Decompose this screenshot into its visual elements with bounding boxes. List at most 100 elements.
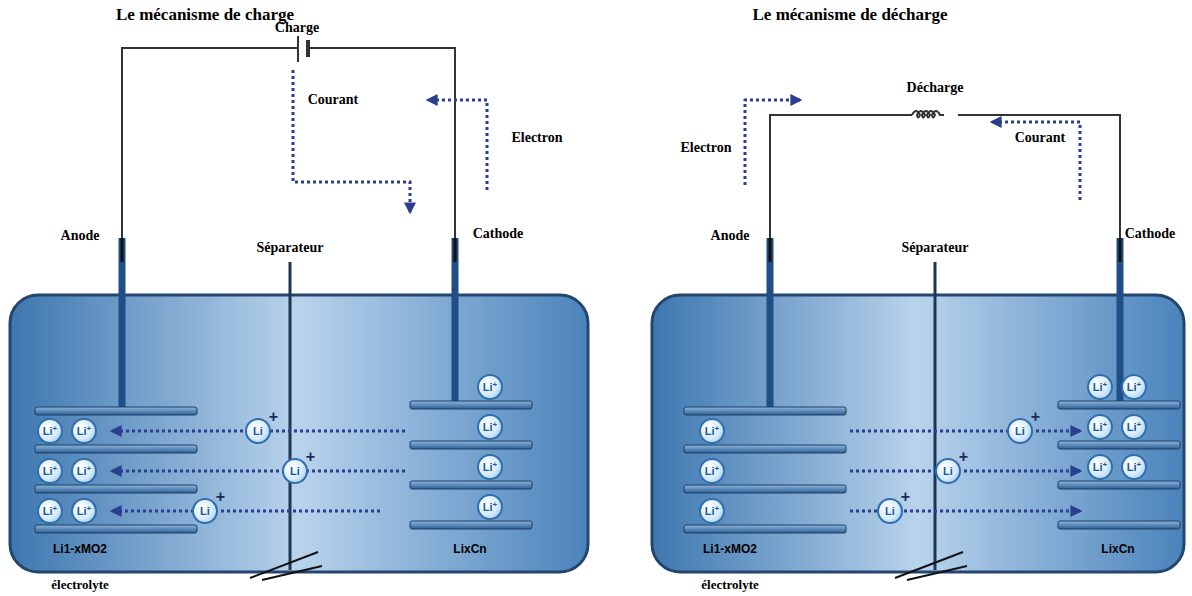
lithium-ion: Li+	[1087, 374, 1113, 400]
ion-symbol: Li	[43, 506, 53, 517]
part-label: Li1-xMO2	[703, 543, 757, 556]
lithium-ion: Li+	[37, 418, 63, 444]
lithium-ion: Li+	[37, 458, 63, 484]
part-label: Anode	[711, 228, 750, 243]
part-label: Charge	[275, 20, 319, 35]
lithium-ion: Li+	[477, 414, 503, 440]
ion-symbol: Li	[483, 502, 493, 513]
ion-charge: +	[493, 501, 498, 509]
ion-symbol: Li	[200, 506, 210, 517]
ion-symbol: Li	[1015, 426, 1025, 437]
part-label: LixCn	[453, 543, 486, 556]
lithium-ion: Li+	[477, 494, 503, 520]
resistor-symbol	[912, 111, 944, 118]
cell-housing	[652, 295, 1184, 572]
part-label: Electron	[511, 130, 562, 145]
lithium-ion: Li+	[71, 498, 97, 524]
ion-symbol: Li	[1093, 462, 1103, 473]
lithium-ion: Li+	[1121, 414, 1147, 440]
ion-charge: +	[269, 409, 278, 425]
ion-charge: +	[1103, 381, 1108, 389]
part-label: Cathode	[1125, 226, 1176, 241]
ion-symbol: Li	[43, 466, 53, 477]
wire	[122, 48, 455, 240]
panel-title: Le mécanisme de charge	[116, 6, 294, 25]
separator	[289, 262, 292, 570]
lithium-ion: Li+	[1087, 454, 1113, 480]
flow-arrow	[293, 70, 1080, 212]
ion-charge: +	[53, 465, 58, 473]
ion-charge: +	[87, 505, 92, 513]
part-label: Séparateur	[902, 240, 969, 255]
ion-charge: +	[306, 449, 315, 465]
lithium-ion: Li+	[1007, 418, 1033, 444]
part-label: Cathode	[473, 226, 524, 241]
ion-symbol: Li	[483, 462, 493, 473]
part-label: Courant	[308, 92, 359, 107]
ion-symbol: Li	[77, 426, 87, 437]
battery-symbol	[297, 36, 299, 62]
cell-housing	[10, 295, 588, 572]
ion-symbol: Li	[705, 426, 715, 437]
ion-charge: +	[1103, 461, 1108, 469]
ion-symbol: Li	[483, 382, 493, 393]
electrode-rod	[122, 238, 1120, 410]
part-label: électrolyte	[701, 578, 759, 592]
ion-symbol: Li	[290, 466, 300, 477]
leader-line	[250, 552, 967, 580]
ion-symbol: Li	[705, 466, 715, 477]
ion-charge: +	[959, 449, 968, 465]
part-label: Courant	[1015, 130, 1066, 145]
ion-symbol: Li	[705, 506, 715, 517]
part-label: Anode	[61, 228, 100, 243]
wire	[770, 111, 1120, 240]
ion-symbol: Li	[943, 466, 953, 477]
separator	[934, 262, 937, 570]
ion-charge: +	[53, 505, 58, 513]
ion-symbol: Li	[885, 506, 895, 517]
ion-charge: +	[87, 465, 92, 473]
part-label: électrolyte	[51, 578, 109, 592]
ion-charge: +	[53, 425, 58, 433]
ion-charge: +	[216, 489, 225, 505]
lithium-ion: Li+	[1121, 454, 1147, 480]
ion-charge: +	[1031, 409, 1040, 425]
part-label: Séparateur	[257, 240, 324, 255]
ion-charge: +	[493, 421, 498, 429]
lithium-ion: Li+	[71, 418, 97, 444]
lithium-ion: Li+	[699, 458, 725, 484]
lithium-ion: Li+	[477, 454, 503, 480]
lithium-ion: Li+	[1087, 414, 1113, 440]
lithium-ion: Li+	[477, 374, 503, 400]
ion-symbol: Li	[1127, 382, 1137, 393]
ion-symbol: Li	[1127, 422, 1137, 433]
electrode-plate	[35, 401, 1180, 533]
ion-charge: +	[1137, 421, 1142, 429]
part-label: Electron	[680, 140, 731, 155]
ion-symbol: Li	[77, 506, 87, 517]
lithium-ion: Li+	[699, 498, 725, 524]
ion-charge: +	[715, 505, 720, 513]
lithium-ion: Li+	[245, 418, 271, 444]
ion-charge: +	[1137, 461, 1142, 469]
electrode-tip	[122, 238, 1120, 262]
ion-charge: +	[493, 381, 498, 389]
ion-charge: +	[715, 465, 720, 473]
lithium-ion: Li+	[699, 418, 725, 444]
lithium-ion: Li+	[192, 498, 218, 524]
ion-symbol: Li	[1127, 462, 1137, 473]
ion-symbol: Li	[1093, 382, 1103, 393]
ion-symbol: Li	[43, 426, 53, 437]
ion-symbol: Li	[253, 426, 263, 437]
ion-charge: +	[87, 425, 92, 433]
battery-symbol	[306, 40, 310, 57]
lithium-ion: Li+	[71, 458, 97, 484]
ion-charge: +	[1103, 421, 1108, 429]
part-label: Décharge	[907, 80, 964, 95]
ion-symbol: Li	[77, 466, 87, 477]
lithium-ion: Li+	[1121, 374, 1147, 400]
panel-title: Le mécanisme de décharge	[753, 6, 948, 25]
lithium-ion: Li+	[282, 458, 308, 484]
lithium-ion: Li+	[935, 458, 961, 484]
